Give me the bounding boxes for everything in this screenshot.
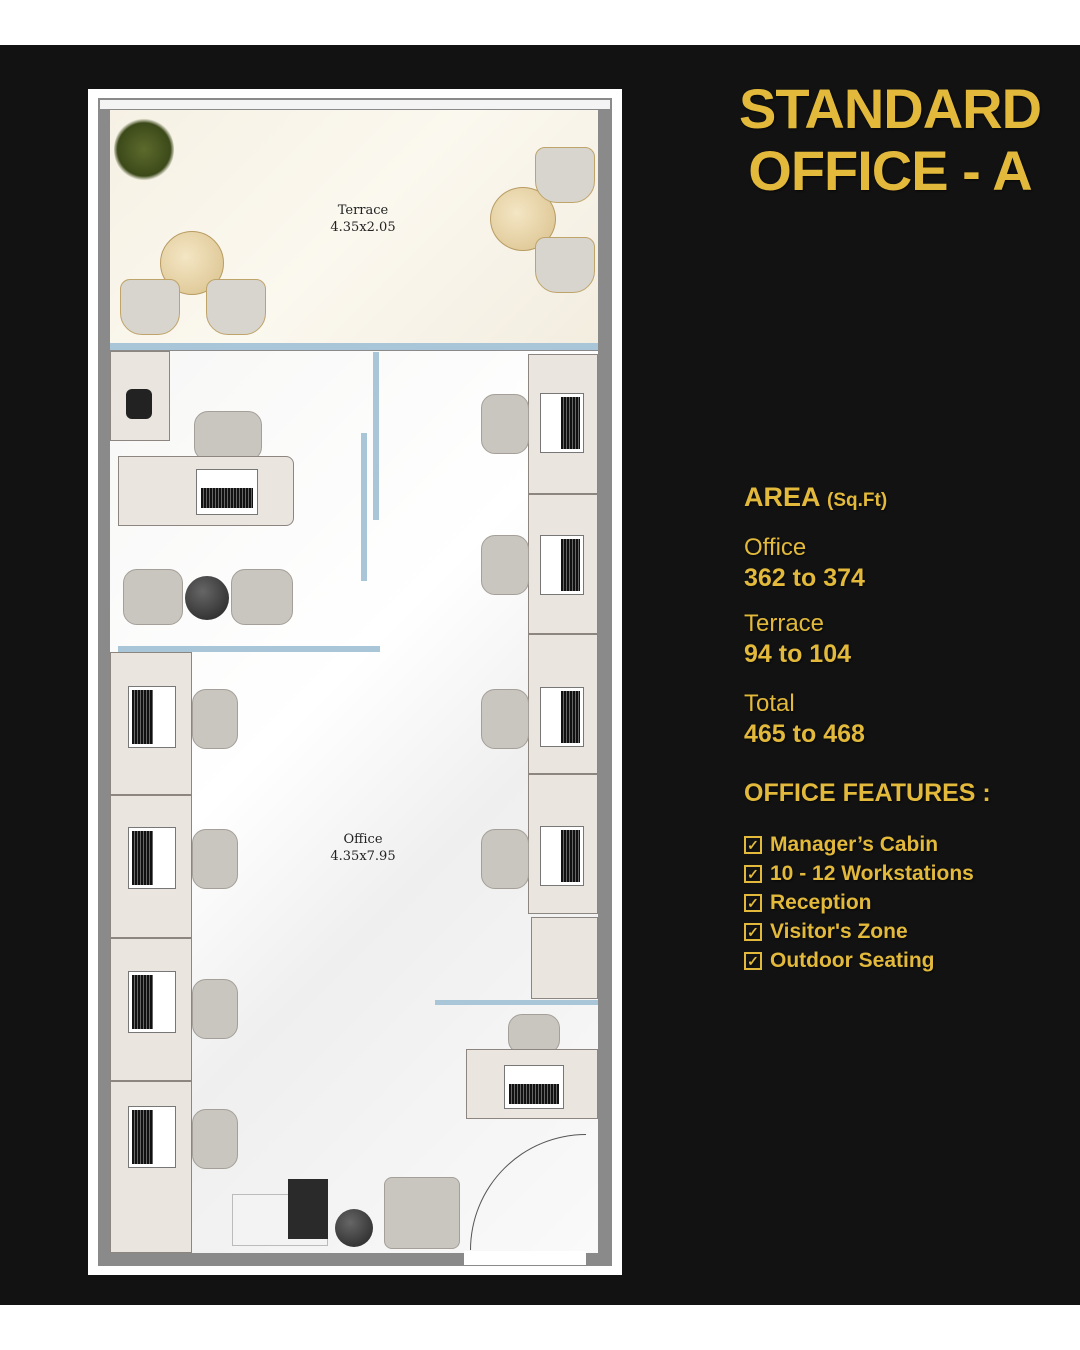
feature-item: ✓ Visitor's Zone [744, 917, 991, 946]
feature-label: Outdoor Seating [770, 949, 935, 972]
feature-item: ✓ 10 - 12 Workstations [744, 859, 991, 888]
terrace-dimensions: 4.35x2.05 [330, 220, 396, 235]
entrance-opening [464, 1251, 586, 1265]
area-value: 94 to 104 [744, 640, 852, 668]
laptop-icon [128, 1106, 176, 1168]
area-value: 465 to 468 [744, 720, 865, 748]
feature-label: 10 - 12 Workstations [770, 862, 974, 885]
feature-item: ✓ Manager’s Cabin [744, 830, 991, 859]
cabin-glass-wall [118, 646, 380, 652]
checkbox-icon: ✓ [744, 864, 762, 883]
side-table [335, 1209, 373, 1247]
terrace-label: Terrace 4.35x2.05 [310, 202, 416, 236]
plant-icon [114, 117, 174, 182]
feature-item: ✓ Outdoor Seating [744, 946, 991, 975]
laptop-icon [128, 686, 176, 748]
workstation-chair [192, 1109, 238, 1169]
laptop-icon [540, 687, 584, 747]
office-name: Office [343, 832, 383, 847]
title-line-2: OFFICE - A [748, 139, 1032, 202]
feature-item: ✓ Reception [744, 888, 991, 917]
cabin-glass-wall [373, 352, 379, 520]
area-heading: AREA (Sq.Ft) [744, 482, 991, 513]
workstation-chair [192, 979, 238, 1039]
armchair [384, 1177, 460, 1249]
workstation-chair [481, 829, 529, 889]
laptop-icon [540, 393, 584, 453]
checkbox-icon: ✓ [744, 835, 762, 854]
area-label: Terrace [744, 610, 825, 637]
office-dimensions: 4.35x7.95 [330, 849, 396, 864]
terrace-chair [206, 279, 266, 335]
terrace-chair [535, 237, 595, 293]
feature-label: Manager’s Cabin [770, 833, 939, 856]
features-heading: OFFICE FEATURES : [744, 779, 991, 807]
workstation-chair [481, 394, 529, 454]
area-value: 362 to 374 [744, 564, 865, 592]
laptop-icon [504, 1065, 564, 1109]
checkbox-icon: ✓ [744, 951, 762, 970]
visitor-chair [123, 569, 183, 625]
laptop-icon [540, 535, 584, 595]
office-label: Office 4.35x7.95 [310, 831, 416, 865]
cabin-glass-door [361, 433, 367, 581]
info-panel: AREA (Sq.Ft) Office 362 to 374 Terrace 9… [744, 482, 991, 975]
visitor-chair [231, 569, 293, 625]
checkbox-icon: ✓ [744, 922, 762, 941]
terrace-chair [120, 279, 180, 335]
workstation-chair [192, 829, 238, 889]
side-table [185, 576, 229, 620]
page-title: STANDARD OFFICE - A [700, 78, 1080, 202]
workstation-chair [481, 535, 529, 595]
area-heading-text: AREA [744, 482, 820, 512]
feature-label: Visitor's Zone [770, 920, 908, 943]
phone-icon [126, 389, 152, 419]
laptop-icon [128, 827, 176, 889]
printer-icon [288, 1179, 328, 1239]
laptop-icon [540, 826, 584, 886]
title-line-1: STANDARD [738, 77, 1042, 140]
workstation-chair [192, 689, 238, 749]
terrace-name: Terrace [337, 203, 389, 218]
storage-cabinet [531, 917, 598, 999]
area-label: Total [744, 690, 795, 717]
manager-chair [194, 411, 262, 461]
reception-chair [508, 1014, 560, 1054]
area-unit: (Sq.Ft) [827, 490, 888, 511]
area-label: Office [744, 534, 807, 561]
workstation-chair [481, 689, 529, 749]
floor-plan: Terrace 4.35x2.05 Office 4.35x7.95 [88, 89, 622, 1275]
side-cabinet [110, 351, 170, 441]
reception-partition [435, 1000, 598, 1005]
terrace-chair [535, 147, 595, 203]
laptop-icon [196, 469, 258, 515]
terrace-glass-partition [110, 343, 598, 350]
checkbox-icon: ✓ [744, 893, 762, 912]
laptop-icon [128, 971, 176, 1033]
feature-label: Reception [770, 891, 872, 914]
